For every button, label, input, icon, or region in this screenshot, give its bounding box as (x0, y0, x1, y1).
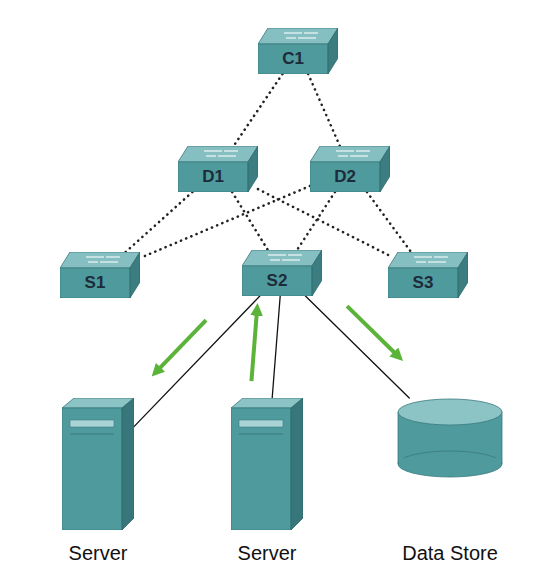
server-icon (62, 398, 134, 530)
cylinder-icon (395, 398, 505, 478)
link-group (232, 192, 268, 250)
switch-node: S1 (60, 252, 140, 298)
link-group (297, 192, 335, 250)
link-group (126, 192, 193, 252)
redundant-link (140, 186, 310, 258)
data-store-node: Data Store (395, 398, 505, 572)
switch-label: S3 (388, 268, 458, 298)
device-label: Server (211, 542, 323, 565)
cable-link (305, 296, 409, 398)
cable-link (272, 296, 280, 398)
switch-node: D2 (310, 146, 390, 192)
switch-label: D2 (310, 162, 380, 192)
flow-arrow (347, 306, 398, 356)
redundant-link (232, 192, 268, 250)
link-group (305, 296, 409, 398)
switch-label: S1 (60, 268, 130, 298)
server-node: Server (231, 398, 303, 572)
link-group (308, 74, 340, 146)
device-label: Server (42, 542, 154, 565)
link-group (140, 186, 310, 258)
switch-node: S2 (242, 250, 322, 296)
device-label: Data Store (375, 542, 525, 565)
redundant-link (367, 192, 411, 252)
server-node: Server (62, 398, 134, 572)
redundant-link (126, 192, 193, 252)
redundant-link (234, 74, 283, 146)
switch-label: S2 (242, 266, 312, 296)
switch-node: S3 (388, 252, 468, 298)
switch-label: D1 (178, 162, 248, 192)
redundant-link (297, 192, 335, 250)
server-icon (231, 398, 303, 530)
link-group (234, 74, 283, 146)
redundant-link (258, 189, 388, 255)
switch-node: D1 (178, 146, 258, 192)
link-group (251, 296, 280, 398)
link-group (258, 189, 388, 255)
redundant-link (308, 74, 340, 146)
link-group (367, 192, 411, 252)
flow-arrow (156, 320, 206, 372)
switch-node: C1 (258, 28, 338, 74)
flow-arrow (251, 309, 257, 381)
switch-label: C1 (258, 44, 328, 74)
